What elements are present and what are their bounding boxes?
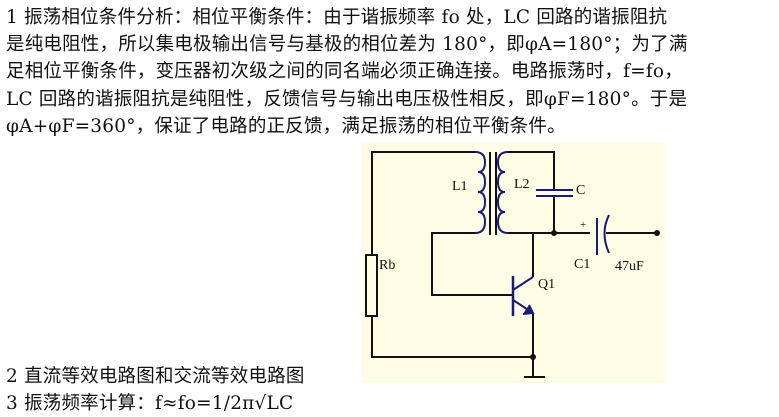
label-l2: L2 <box>514 177 530 192</box>
label-rb: Rb <box>379 258 395 273</box>
label-plus: + <box>580 219 586 231</box>
wires <box>371 151 657 378</box>
paragraph-line: 足相位平衡条件，变压器初次级之间的同名端必须正确连接。电路振荡时，f=fo， <box>6 61 683 82</box>
paragraph-line: LC 回路的谐振阻抗是纯阻性，反馈信号与输出电压极性相反，即φF=180°。于是 <box>6 89 688 110</box>
inductor-l1 <box>474 151 487 234</box>
label-q1: Q1 <box>538 277 555 292</box>
paragraph-line: 是纯电阻性，所以集电极输出信号与基极的相位差为 180°，即φA=180°；为了… <box>6 34 688 55</box>
paragraph-line: φA+φF=360°，保证了电路的正反馈，满足振荡的相位平衡条件。 <box>6 116 566 137</box>
item-2: 2 直流等效电路图和交流等效电路图 <box>6 366 305 387</box>
label-l1: L1 <box>452 179 468 194</box>
resistor-rb <box>365 254 378 317</box>
paragraph-line: 1 振荡相位条件分析：相位平衡条件：由于谐振频率 fo 处，LC 回路的谐振阻抗 <box>6 7 668 28</box>
junction-nodes <box>530 230 660 360</box>
diagram-background <box>362 143 665 383</box>
item-3: 3 振荡频率计算：f≈fo=1/2π√LC <box>6 393 294 414</box>
label-c1: C1 <box>574 257 590 272</box>
label-c1-value: 47uF <box>615 259 644 274</box>
label-c: C <box>576 183 585 198</box>
inductor-l2 <box>496 151 509 234</box>
